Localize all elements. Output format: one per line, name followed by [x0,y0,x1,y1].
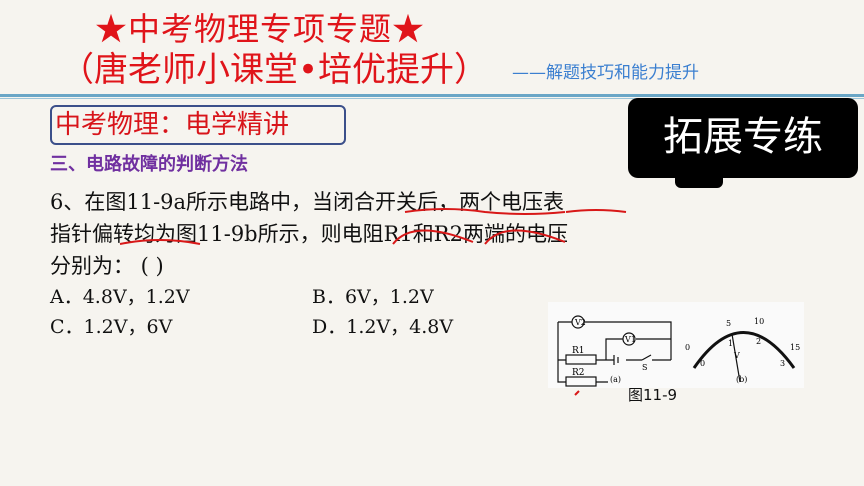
section-heading: 三、电路故障的判断方法 [50,154,248,175]
tick-top-10: 10 [754,317,764,326]
label-b: (b) [736,375,747,384]
tick-top-5: 5 [726,319,731,328]
switch-label: S [642,363,647,372]
option-c: C．1.2V，6V [50,316,173,338]
v1-label: V1 [624,335,636,344]
r2-label: R2 [572,368,585,378]
tick-bottom-2: 2 [756,337,761,346]
practice-badge: 拓展专练 [628,98,858,178]
badge-tab [675,176,723,188]
tick-top-15: 15 [790,343,800,352]
topic-box: 中考物理：电学精讲 [50,105,346,145]
tick-bottom-3: 3 [780,359,785,368]
option-d: D．1.2V，4.8V [312,316,454,338]
v2-label: V2 [574,318,586,327]
divider [0,94,864,97]
divider-thin [0,98,864,99]
tick-top-0: 0 [685,343,690,352]
tick-bottom-1: 1 [728,339,733,348]
question-line-3: 分别为： ( ) [50,254,164,278]
tagline: ——解题技巧和能力提升 [512,63,699,83]
main-title: ★中考物理专项专题★ [95,10,426,48]
label-a: (a) [610,375,621,384]
question-line-1: 6、在图11-9a所示电路中，当闭合开关后，两个电压表 [50,190,565,214]
option-b: B．6V，1.2V [312,286,434,308]
meter-unit: V [733,351,740,360]
option-a: A．4.8V，1.2V [50,286,190,308]
r1-label: R1 [572,346,585,356]
figure-caption: 图11-9 [628,386,678,404]
tick-bottom-0: 0 [700,359,705,368]
circuit-figure: V2 V1 R1 R2 S (a) (b) V 0 5 10 15 0 1 2 … [548,302,804,388]
subtitle: （唐老师小课堂•培优提升） [60,50,489,90]
